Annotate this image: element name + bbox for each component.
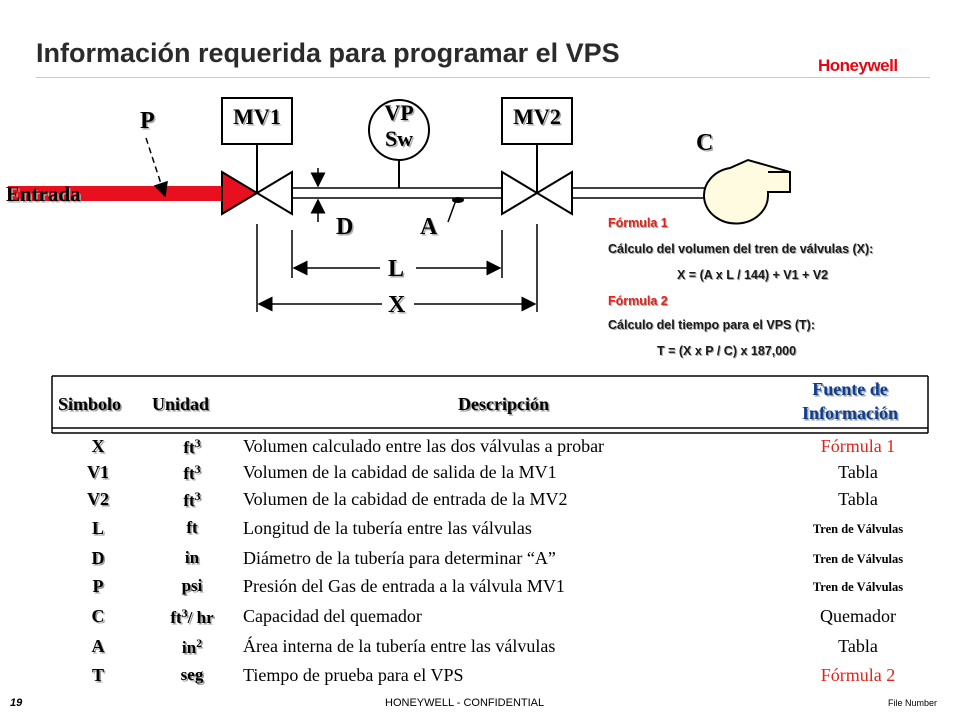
row-unit-base: ft [183, 491, 195, 510]
title-divider [36, 77, 930, 78]
honeywell-logo: Honeywell [818, 56, 898, 75]
row-unit: seg [147, 665, 237, 685]
row-source: Tabla [838, 636, 878, 656]
row-unit-exponent: 3 [194, 436, 201, 450]
a-label: A [420, 214, 438, 240]
row-source: Fórmula 1 [820, 436, 896, 456]
row-unit-suffix: / hr [187, 608, 214, 627]
row-description: Volumen de la cabidad de salida de la MV… [243, 462, 557, 482]
valve-train-diagram [8, 97, 791, 312]
confidential-label: HONEYWELL - CONFIDENTIAL [385, 697, 545, 709]
mv1-valve [221, 97, 293, 216]
vp-switch [368, 99, 430, 188]
row-symbol: P [92, 576, 104, 596]
file-number-label: File Number [888, 698, 938, 708]
formula2-equation: T = (X x P / C) x 187,000 [657, 344, 797, 358]
formula2-title: Fórmula 2 [608, 294, 668, 308]
header-unit: Unidad [152, 394, 210, 414]
pressure-arrow [145, 137, 168, 198]
l-label: L [388, 256, 405, 282]
row-unit-base: psi [181, 576, 203, 595]
table-row: V2 ft3 Volumen de la cabidad de entrada de… [52, 487, 932, 514]
row-unit: ft3 [147, 436, 237, 458]
row-description: Diámetro de la tubería para determinar “… [243, 548, 556, 568]
row-unit-exponent: 3 [181, 606, 188, 620]
row-description: Tiempo de prueba para el VPS [243, 665, 464, 685]
row-unit: ft3/ hr [147, 606, 237, 628]
row-symbol: C [91, 606, 105, 626]
row-source: Tren de Válvulas [812, 552, 904, 566]
row-description: Volumen de la cabidad de entrada de la M… [243, 489, 568, 509]
row-symbol: T [91, 665, 104, 685]
sw-label: Sw [384, 126, 414, 151]
header-description: Descripción [458, 394, 549, 414]
formula2-description: Cálculo del tiempo para el VPS (T): [608, 318, 815, 332]
row-symbol: V2 [87, 489, 109, 509]
row-symbol: V1 [87, 462, 109, 482]
row-unit-base: ft [170, 608, 182, 627]
formula1-equation: X = (A x L / 144) + V1 + V2 [677, 268, 829, 282]
entrada-label: Entrada [6, 182, 81, 206]
row-unit: in [147, 548, 237, 568]
row-description: Área interna de la tubería entre las vál… [243, 636, 556, 656]
row-source: Quemador [820, 606, 896, 626]
row-unit-base: ft [183, 438, 195, 457]
row-unit: psi [147, 576, 237, 596]
row-unit-base: ft [183, 464, 195, 483]
slide-title: Información requerida para programar el … [36, 38, 620, 68]
row-unit-exponent: 3 [194, 462, 201, 476]
page-number: 19 [10, 697, 23, 709]
row-unit-base: in [184, 548, 200, 567]
row-source: Fórmula 2 [820, 665, 896, 685]
row-description: Longitud de la tubería entre las válvula… [243, 518, 532, 538]
d-label: D [336, 214, 354, 240]
row-symbol: X [91, 436, 105, 456]
header-symbol: Simbolo [58, 394, 122, 414]
formula1-description: Cálculo del volumen del tren de válvulas… [608, 242, 874, 256]
formula1-title: Fórmula 1 [608, 216, 668, 230]
c-label: C [696, 130, 714, 156]
mv2-valve [501, 97, 573, 216]
burner-icon [703, 158, 791, 225]
a-marker [447, 199, 457, 223]
row-source: Tabla [838, 489, 878, 509]
row-unit: ft [147, 518, 237, 538]
row-unit-base: ft [186, 518, 198, 537]
row-unit: ft3 [147, 489, 237, 511]
row-source: Tren de Válvulas [812, 522, 904, 536]
inlet-pipe [8, 186, 222, 201]
table-row: V1 ft3 Volumen de la cabidad de salida de … [52, 460, 932, 487]
header-source-line1: Fuente de [812, 379, 888, 399]
mv1-label: MV1 [233, 104, 281, 129]
row-source: Tren de Válvulas [812, 580, 904, 594]
p-label: P [140, 108, 155, 134]
row-description: Capacidad del quemador [243, 606, 422, 626]
row-unit: in2 [147, 636, 237, 658]
header-source-line2: Información [802, 403, 898, 423]
row-source: Tabla [838, 462, 878, 482]
row-description: Volumen calculado entre las dos válvulas… [243, 436, 605, 456]
vp-label: VP [384, 100, 414, 125]
row-unit-exponent: 2 [196, 636, 203, 650]
row-unit-base: in [181, 638, 197, 657]
row-symbol: L [91, 518, 104, 538]
row-symbol: D [91, 548, 105, 568]
x-label: X [388, 292, 406, 318]
row-description: Presión del Gas de entrada a la válvula … [243, 576, 565, 596]
row-unit-exponent: 3 [194, 489, 201, 503]
row-unit-base: seg [180, 665, 204, 684]
row-unit: ft3 [147, 462, 237, 484]
mv2-label: MV2 [513, 104, 561, 129]
row-symbol: A [91, 636, 105, 656]
